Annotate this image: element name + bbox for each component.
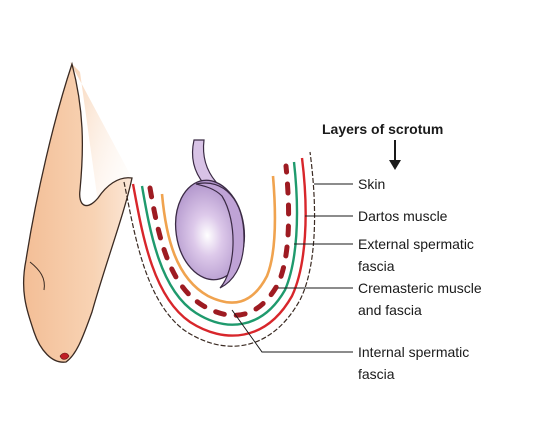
external-spermatic-fascia-layer: [140, 161, 299, 326]
spermatic-cord: [191, 139, 218, 185]
internal-spermatic-fascia-layer: [160, 175, 277, 304]
label-external-spermatic-1: External spermatic: [358, 236, 474, 252]
label-internal-spermatic-2: fascia: [358, 366, 395, 382]
label-dartos-muscle: Dartos muscle: [358, 208, 448, 224]
glans-fold: [29, 261, 45, 291]
skin-layer: [123, 151, 316, 347]
label-internal-spermatic-1: Internal spermatic: [358, 344, 469, 360]
leader-lines: [231, 183, 353, 353]
label-cremasteric-2: and fascia: [358, 302, 422, 318]
cremasteric-layer: [147, 163, 292, 318]
label-external-spermatic-2: fascia: [358, 258, 395, 274]
testis: [174, 139, 246, 289]
internal-leader: [231, 309, 353, 353]
down-arrow-icon: [389, 140, 401, 170]
scrotum-layers: [123, 151, 316, 347]
label-cremasteric-1: Cremasteric muscle: [358, 280, 482, 296]
urethral-opening-icon: [59, 352, 70, 360]
epididymis: [195, 182, 245, 289]
penis-body: [22, 61, 133, 363]
dartos-muscle-layer: [131, 157, 307, 337]
label-skin: Skin: [358, 176, 385, 192]
diagram-title: Layers of scrotum: [322, 121, 443, 137]
penis-shape: [22, 61, 133, 363]
